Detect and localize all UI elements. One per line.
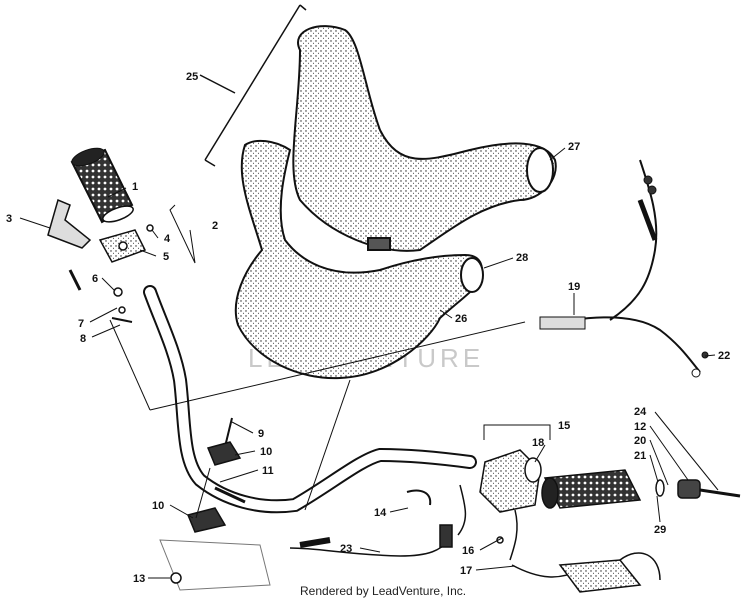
handlebar-clamps [159,417,271,591]
callout-12: 12 [634,421,646,433]
footer-credit: Rendered by LeadVenture, Inc. [300,584,467,598]
handlebar [143,285,477,514]
callout-14: 14 [374,507,387,519]
throttle-cable [539,159,709,378]
callout-21: 21 [634,450,646,462]
callout-29: 29 [654,524,666,536]
callout-23: 23 [340,543,352,555]
callout-10-lower: 10 [152,500,164,512]
callout-19: 19 [568,281,580,293]
callout-16: 16 [462,545,474,557]
callout-2: 2 [212,220,218,232]
callout-10-upper: 10 [260,446,272,458]
callout-5: 5 [163,251,169,263]
guard-end-lower [460,257,484,293]
guard-end-upper [526,147,554,193]
callout-17: 17 [460,565,472,577]
callout-24: 24 [634,406,647,418]
left-grip [70,147,134,224]
callout-22: 22 [718,350,730,362]
callout-15: 15 [558,420,570,432]
callout-7: 7 [78,318,84,330]
callout-26: 26 [455,313,467,325]
upper-hand-guard [292,25,557,252]
callout-3: 3 [6,213,12,225]
hand-guard-assembly [234,25,557,380]
callout-labels: 1 2 3 4 5 6 7 8 9 10 11 10 12 13 14 15 1… [6,71,730,585]
callout-8: 8 [80,333,86,345]
callout-9: 9 [258,428,264,440]
bracket-25 [199,4,307,167]
throttle-assembly [479,449,741,513]
guard-clamp [367,237,391,251]
callout-1: 1 [132,181,138,193]
callout-27: 27 [568,141,580,153]
callout-18: 18 [532,437,544,449]
brake-lever-assembly [47,198,154,323]
callout-20: 20 [634,435,646,447]
callout-11: 11 [262,465,274,477]
callout-28: 28 [516,252,528,264]
leader-lines [19,147,719,579]
callout-13: 13 [133,573,145,585]
callout-6: 6 [92,273,98,285]
callout-25: 25 [186,71,198,83]
callout-4: 4 [164,233,171,245]
